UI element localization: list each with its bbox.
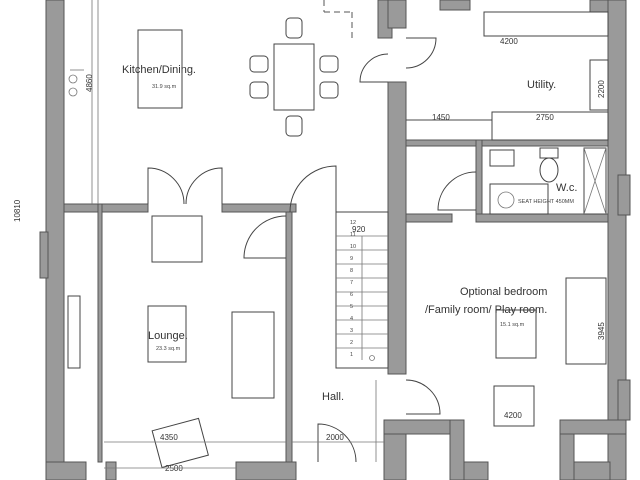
dining-chair xyxy=(249,81,269,99)
overall-depth-dimension: 10810 xyxy=(13,199,22,222)
lounge-door xyxy=(243,215,287,259)
kitchen-dining: Kitchen/Dining. 31.9 sq.m 4860 10810 xyxy=(13,0,353,222)
stair-step-number: 6 xyxy=(350,292,353,298)
hall-label: Hall. xyxy=(322,391,344,403)
bedroom-room: Optional bedroom /Family room/ Play room… xyxy=(425,277,607,427)
lounge-coffee-table xyxy=(147,305,187,363)
utility-door xyxy=(359,53,389,83)
bedroom-label-1: Optional bedroom xyxy=(460,286,547,298)
outer-walls xyxy=(39,0,631,480)
bedroom-depth-dim: 3945 xyxy=(597,322,606,340)
wc-cistern xyxy=(539,147,559,159)
bedroom-chair xyxy=(493,385,535,427)
utility-depth-dim: 2200 xyxy=(597,80,606,98)
bedroom-area: 15.1 sq.m xyxy=(500,322,525,328)
stair-step-number: 8 xyxy=(350,268,353,274)
bedroom-width-dim: 4200 xyxy=(504,411,522,420)
stair-step-number: 1 xyxy=(350,352,353,358)
lounge-armchair xyxy=(151,215,203,263)
lounge-label: Lounge. xyxy=(148,330,188,342)
stair-step-number: 5 xyxy=(350,304,353,310)
wheelchair-icon xyxy=(497,191,515,209)
kitchen-label: Kitchen/Dining. xyxy=(122,64,196,76)
dining-table xyxy=(273,43,315,111)
dining-chair xyxy=(285,17,303,39)
wc-sign-text: SEAT HEIGHT 450MM xyxy=(518,199,574,205)
wc-room: SEAT HEIGHT 450MM W.c. xyxy=(489,147,607,215)
wc-door xyxy=(437,171,477,211)
dining-chair xyxy=(285,115,303,137)
internal-walls xyxy=(63,81,609,463)
stair-step-number: 11 xyxy=(350,232,356,238)
bedroom-sofa xyxy=(565,277,607,365)
bedroom-table xyxy=(495,309,537,359)
lounge-room: Lounge. 23.3 sq.m 4350 2500 xyxy=(67,215,286,473)
wc-toilet xyxy=(539,157,559,183)
wc-basin xyxy=(489,149,515,167)
hall-door xyxy=(289,165,337,213)
front-door xyxy=(317,423,357,463)
french-door-left xyxy=(147,167,185,205)
bedroom-label-2: /Family room/ Play room. xyxy=(425,304,547,316)
hall-width-dim: 2000 xyxy=(326,433,344,442)
kitchen-side-dimension: 4860 xyxy=(85,74,94,92)
kitchen-area: 31.9 sq.m xyxy=(152,84,177,90)
dining-chair xyxy=(249,55,269,73)
lounge-bottom-dim: 2500 xyxy=(165,464,183,473)
bedroom-door xyxy=(405,379,441,415)
stair-step-number: 7 xyxy=(350,280,353,286)
lounge-fireplace xyxy=(67,295,81,369)
dining-chair xyxy=(319,55,339,73)
wc-label: W.c. xyxy=(556,182,577,194)
stair-step-number: 2 xyxy=(350,340,353,346)
stair-width-dim: 920 xyxy=(352,225,366,234)
lounge-width-dim: 4350 xyxy=(160,433,178,442)
utility-top-dim: 1450 xyxy=(432,113,450,122)
lounge-sofa xyxy=(231,311,275,399)
stair-step-number: 9 xyxy=(350,256,353,262)
utility-inner-door xyxy=(405,37,437,69)
kitchen-island xyxy=(137,29,183,109)
utility-label: Utility. xyxy=(527,79,556,91)
stair-step-number: 12 xyxy=(350,220,356,226)
stair-step-number: 3 xyxy=(350,328,353,334)
hall-stairs: 920 Hall. 2000 xyxy=(292,211,389,443)
french-door-right xyxy=(185,167,223,205)
stair-step-number: 4 xyxy=(350,316,353,322)
stair-step-number: 10 xyxy=(350,244,356,250)
wc-accessibility-sign xyxy=(489,183,549,215)
utility-worktop xyxy=(483,11,609,37)
lounge-rocking-chair xyxy=(151,417,209,469)
utility-width-dim: 4200 xyxy=(500,37,518,46)
utility-counter-dim: 2750 xyxy=(536,113,554,122)
dining-chair xyxy=(319,81,339,99)
utility-counter xyxy=(491,111,609,141)
lounge-area: 23.3 sq.m xyxy=(156,346,181,352)
utility-room: Utility. 4200 2200 1450 2750 xyxy=(406,11,609,141)
doors xyxy=(147,37,477,463)
